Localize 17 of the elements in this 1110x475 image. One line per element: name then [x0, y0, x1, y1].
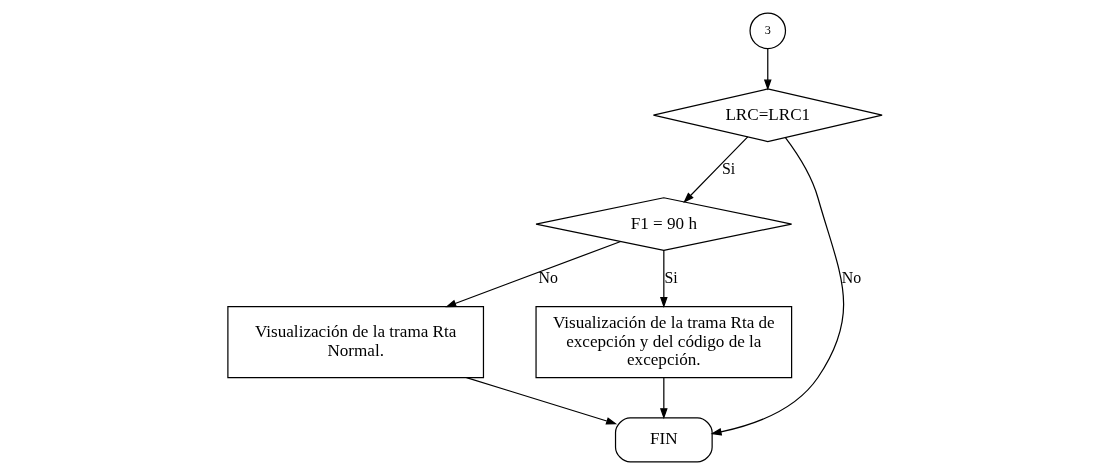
arrow	[660, 377, 668, 420]
edge-label: Si	[664, 268, 678, 286]
arrow	[445, 240, 622, 308]
arrow	[465, 376, 618, 425]
arrow	[763, 48, 772, 91]
node-diamond: LRC=LRC1	[652, 88, 883, 143]
edge-label: No	[538, 268, 558, 286]
edge-label: Si	[722, 159, 736, 177]
arrow	[683, 136, 749, 203]
arrow	[660, 249, 668, 308]
node-box: Visualización de la trama Rta de excepción y del código de la excepción.	[535, 305, 793, 379]
node-circle: 3	[749, 12, 787, 50]
arrow	[710, 137, 845, 436]
node-box: Visualización de la trama Rta Normal.	[227, 305, 485, 379]
edge-label: No	[841, 268, 862, 286]
node-box: FIN	[614, 417, 713, 463]
node-diamond: F1 = 90 h	[535, 197, 793, 251]
